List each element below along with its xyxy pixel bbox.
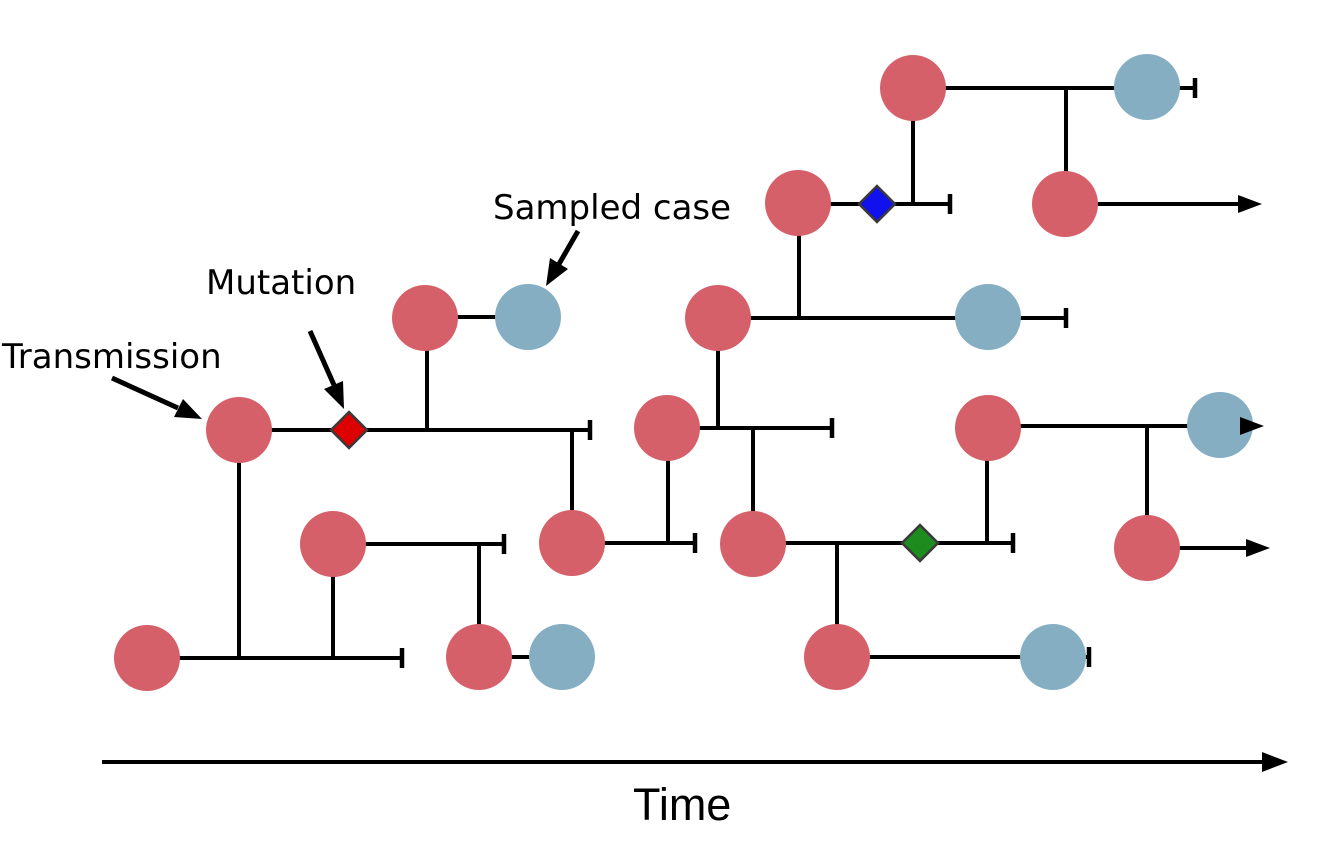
case-node	[114, 625, 180, 691]
transmission-arrow-head	[174, 399, 202, 419]
sampled-case-node	[1020, 624, 1086, 690]
case-node	[206, 397, 272, 463]
case-node	[804, 624, 870, 690]
case-node	[765, 170, 831, 236]
case-node	[634, 395, 700, 461]
ongoing-arrow-3-head	[1246, 539, 1270, 557]
label-sampled-case: Sampled case	[493, 188, 732, 228]
mutation-red-marker	[329, 410, 369, 450]
case-node	[446, 624, 512, 690]
case-node	[880, 55, 946, 121]
sampled-case-node	[1114, 54, 1180, 120]
ongoing-arrow-1-head	[1238, 195, 1262, 213]
mutation-green-marker	[900, 523, 940, 563]
transmission-arrow	[110, 375, 180, 411]
sampled-case-node	[955, 284, 1021, 350]
sampled-case-arrow	[556, 229, 581, 266]
case-node	[1114, 515, 1180, 581]
sampled-case-node	[1187, 392, 1253, 458]
case-node	[300, 511, 366, 577]
sampled-case-node	[529, 624, 595, 690]
label-time: Time	[633, 779, 732, 830]
case-node	[392, 285, 458, 351]
sampled-case-node	[495, 284, 561, 350]
case-node	[685, 285, 751, 351]
label-mutation: Mutation	[206, 263, 357, 303]
mutation-arrow	[307, 329, 337, 387]
label-transmission: Transmission	[2, 337, 222, 377]
mutation-arrow-head	[324, 381, 344, 409]
ongoing-arrow-2-head	[1240, 417, 1264, 435]
case-node	[955, 395, 1021, 461]
sampled-case-arrow-head	[546, 258, 568, 286]
case-node	[539, 510, 605, 576]
time-axis-arrowhead	[1262, 752, 1288, 772]
case-node	[1032, 171, 1098, 237]
case-node	[720, 511, 786, 577]
mutation-blue-marker	[857, 184, 897, 224]
